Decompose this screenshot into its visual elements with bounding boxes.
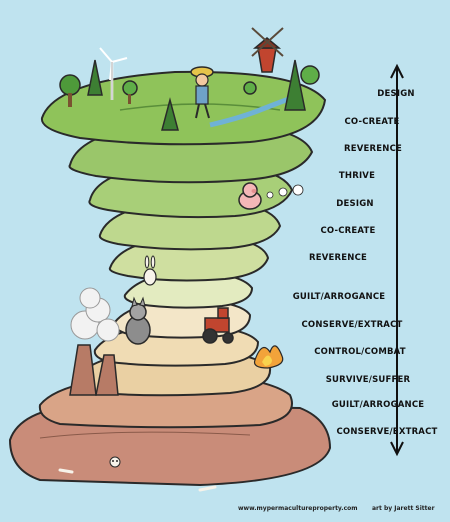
- stage-label-control-combat: CONTROL/COMBAT: [314, 347, 406, 357]
- skull-icon: [109, 456, 121, 468]
- stage-label-survive-suffer: SURVIVE/SUFFER: [325, 375, 411, 385]
- stage-label-co-create-top: CO-CREATE: [344, 117, 400, 127]
- wolf-icon: [125, 296, 151, 345]
- bone-icon: [58, 468, 217, 492]
- stage-label-design-mid: DESIGN: [336, 199, 374, 209]
- pig-icon: [238, 182, 262, 210]
- stage-label-conserve-extract-bottom: CONSERVE/EXTRACT: [336, 427, 438, 437]
- stage-label-reverence-top: REVERENCE: [343, 144, 403, 154]
- stage-label-guilt-arrogance-bottom: GUILT/ARROGANCE: [331, 400, 425, 410]
- artist-credit: art by Jarett Sitter: [372, 505, 435, 512]
- stage-label-reverence-mid: REVERENCE: [308, 253, 368, 263]
- stage-label-design-top: DESIGN: [377, 89, 415, 99]
- tractor-icon: [202, 307, 234, 344]
- stage-label-thrive: THRIVE: [338, 171, 376, 181]
- website-credit: www.mypermacultureproperty.com: [238, 505, 358, 512]
- fire-icon: [253, 345, 284, 369]
- farmer-icon: [190, 66, 214, 119]
- wind-turbine-icon: [99, 47, 128, 100]
- smokestack-icon: [69, 287, 120, 396]
- thought-bubbles: [266, 184, 304, 199]
- tree-cluster-top: [59, 59, 320, 131]
- stage-label-guilt-arrogance-mid: GUILT/ARROGANCE: [292, 292, 386, 302]
- stage-label-conserve-extract-mid: CONSERVE/EXTRACT: [301, 320, 403, 330]
- windmill-icon: [251, 27, 284, 73]
- rabbit-icon: [143, 255, 157, 286]
- progress-arrow: [390, 63, 404, 457]
- stage-label-co-create-mid: CO-CREATE: [320, 226, 376, 236]
